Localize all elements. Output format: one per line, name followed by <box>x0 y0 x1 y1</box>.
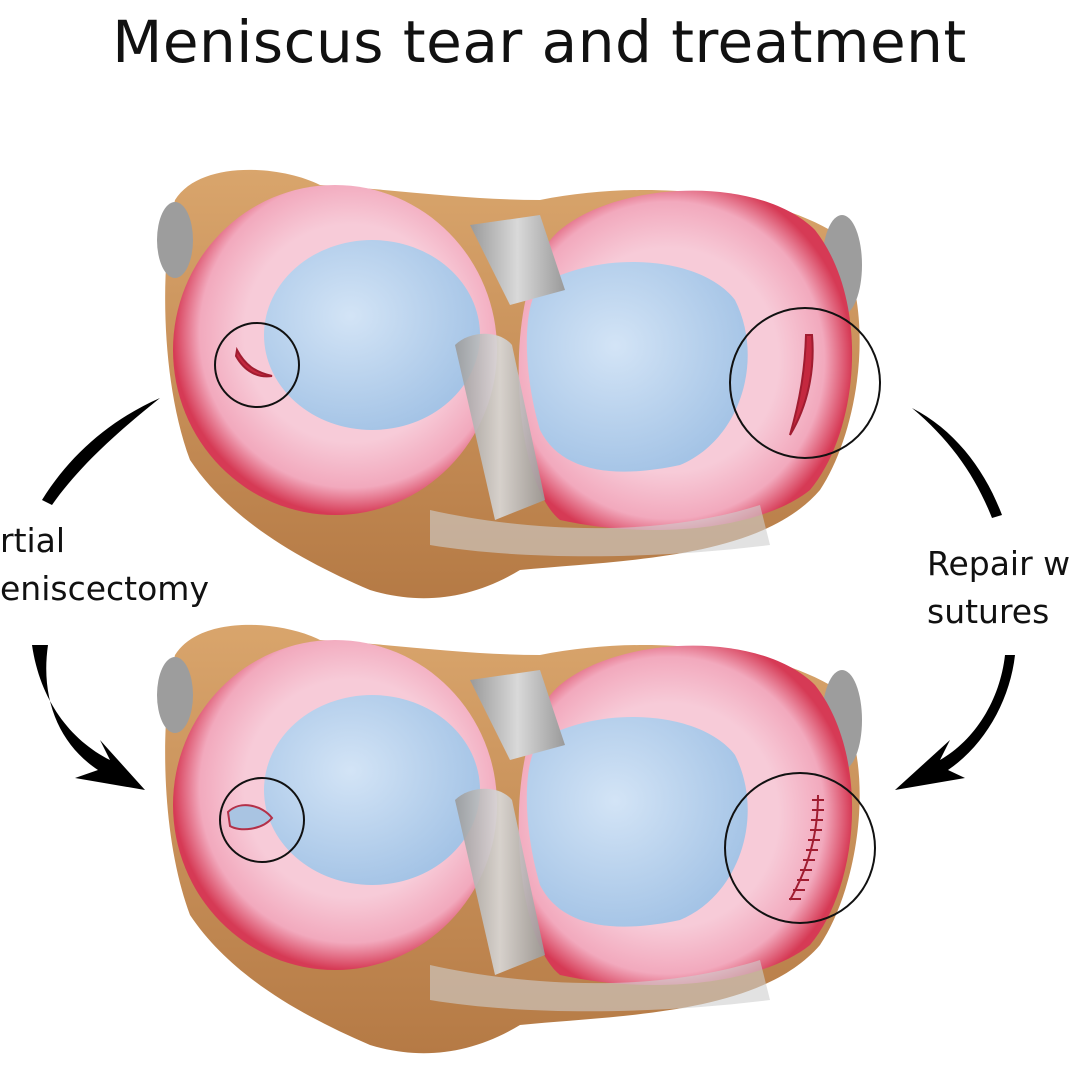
arrow-top-right <box>912 408 1002 518</box>
treated-circle-right <box>724 772 876 924</box>
arrow-bottom-right <box>895 655 1015 790</box>
radial-tear <box>234 346 273 378</box>
suture-line <box>789 794 824 901</box>
label-repair-sutures: Repair w sutures <box>927 540 1070 636</box>
label-partial-meniscectomy: rtial eniscectomy <box>0 517 209 613</box>
arrow-bottom-left <box>32 645 145 790</box>
treated-circle-left <box>219 777 305 863</box>
longitudinal-tear <box>789 334 814 436</box>
label-line: eniscectomy <box>0 569 209 608</box>
label-line: sutures <box>927 592 1050 631</box>
label-line: Repair w <box>927 544 1071 583</box>
page-title: Meniscus tear and treatment <box>112 8 967 76</box>
arrow-top-left <box>42 398 160 505</box>
meniscectomy-defect <box>226 804 274 831</box>
knee-treated <box>157 624 862 1054</box>
label-line: rtial <box>0 521 66 560</box>
tear-circle-right <box>729 307 881 459</box>
tear-circle-left <box>214 322 300 408</box>
knee-torn <box>157 169 862 599</box>
